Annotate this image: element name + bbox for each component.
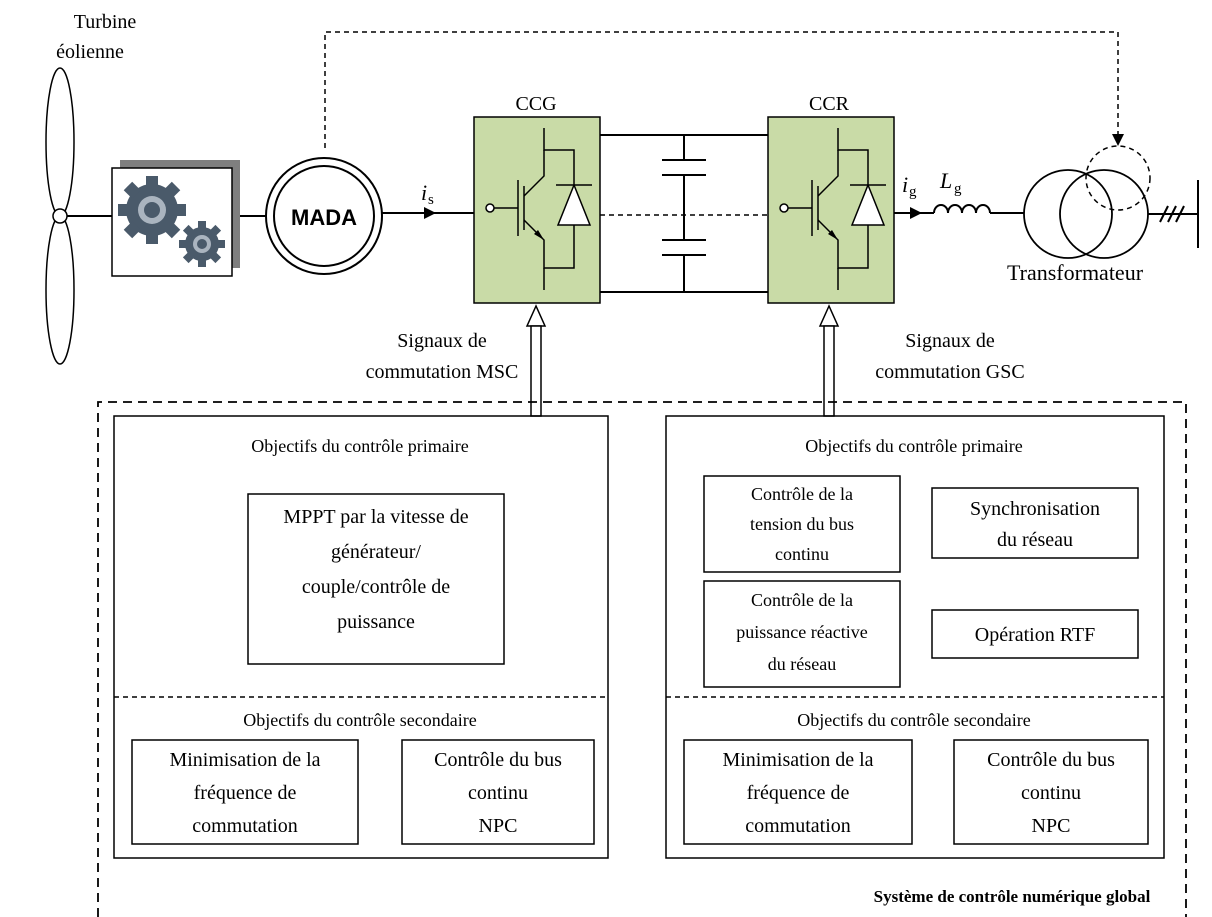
left-minimisation-line-3: commutation xyxy=(192,815,298,837)
msc-signal-arrow xyxy=(525,304,547,417)
wind-turbine-icon xyxy=(45,67,75,365)
inductor-subscript: g xyxy=(954,181,962,197)
turbine-label-2: éolienne xyxy=(56,41,124,63)
gsc-signal-arrow xyxy=(818,304,840,417)
tension-control-box xyxy=(703,475,901,573)
msc-signals-line-1: Signaux de xyxy=(397,330,487,352)
current-is-arrow xyxy=(424,207,436,219)
ccg-converter xyxy=(473,116,601,304)
right-bus-line-3: NPC xyxy=(1032,815,1071,837)
sync-box xyxy=(931,487,1139,559)
left-minimisation-line-1: Minimisation de la xyxy=(169,749,320,771)
left-minimisation-box xyxy=(131,739,359,845)
rtf-label: Opération RTF xyxy=(975,624,1095,646)
current-ig-arrow xyxy=(910,207,922,219)
gsc-signals-line-2: commutation GSC xyxy=(875,361,1024,383)
three-phase-icon xyxy=(1159,205,1185,223)
sync-line-2: du réseau xyxy=(997,529,1073,551)
feedback-arrowhead xyxy=(1112,134,1124,146)
global-control-frame xyxy=(97,401,1187,917)
current-ig-subscript: g xyxy=(909,184,917,200)
current-is-subscript: s xyxy=(428,192,434,208)
right-minimisation-box xyxy=(683,739,913,845)
reactive-power-box xyxy=(703,580,901,688)
transformer-icon xyxy=(1023,145,1151,259)
left-minimisation-line-2: fréquence de xyxy=(194,782,297,804)
ccr-label: CCR xyxy=(809,93,850,115)
right-minimisation-line-2: fréquence de xyxy=(747,782,850,804)
rtf-box xyxy=(931,609,1139,659)
inductor-label: L xyxy=(939,168,952,193)
left-bus-line-1: Contrôle du bus xyxy=(434,749,562,771)
transformer-label: Transformateur xyxy=(1007,260,1144,285)
mppt-line-2: générateur/ xyxy=(331,541,421,563)
left-primary-title: Objectifs du contrôle primaire xyxy=(251,436,468,456)
right-primary-title: Objectifs du contrôle primaire xyxy=(805,436,1022,456)
mppt-line-1: MPPT par la vitesse de xyxy=(283,506,468,528)
right-secondary-title: Objectifs du contrôle secondaire xyxy=(797,710,1030,730)
ccr-converter xyxy=(767,116,895,304)
reactive-line-3: du réseau xyxy=(768,654,836,674)
right-bus-line-2: continu xyxy=(1021,782,1081,804)
tension-line-1: Contrôle de la xyxy=(751,484,853,504)
current-is-label: i xyxy=(421,180,427,205)
mada-label: MADA xyxy=(291,205,357,230)
left-secondary-title: Objectifs du contrôle secondaire xyxy=(243,710,476,730)
left-bus-line-3: NPC xyxy=(479,815,518,837)
feedback-dashed-line xyxy=(324,31,1119,148)
mppt-line-4: puissance xyxy=(337,611,415,633)
left-mppt-box xyxy=(247,493,505,665)
msc-signals-line-2: commutation MSC xyxy=(366,361,519,383)
mppt-line-3: couple/contrôle de xyxy=(302,576,450,598)
right-minimisation-line-1: Minimisation de la xyxy=(722,749,873,771)
right-bus-box xyxy=(953,739,1149,845)
right-control-panel xyxy=(665,415,1165,859)
tension-line-3: continu xyxy=(775,544,829,564)
current-ig-label: i xyxy=(902,172,908,197)
inductor-icon xyxy=(933,204,991,214)
gearbox-icon xyxy=(111,160,240,277)
dc-link-capacitors xyxy=(662,135,706,292)
left-control-panel xyxy=(113,415,609,859)
tension-line-2: tension du bus xyxy=(750,514,854,534)
left-bus-line-2: continu xyxy=(468,782,528,804)
sync-line-1: Synchronisation xyxy=(970,498,1100,520)
turbine-label-1: Turbine xyxy=(74,11,137,33)
right-bus-line-1: Contrôle du bus xyxy=(987,749,1115,771)
reactive-line-2: puissance réactive xyxy=(736,622,867,642)
left-bus-box xyxy=(401,739,595,845)
reactive-line-1: Contrôle de la xyxy=(751,590,853,610)
ccg-label: CCG xyxy=(515,93,556,115)
system-label: Système de contrôle numérique global xyxy=(874,887,1151,906)
right-minimisation-line-3: commutation xyxy=(745,815,851,837)
gsc-signals-line-1: Signaux de xyxy=(905,330,995,352)
